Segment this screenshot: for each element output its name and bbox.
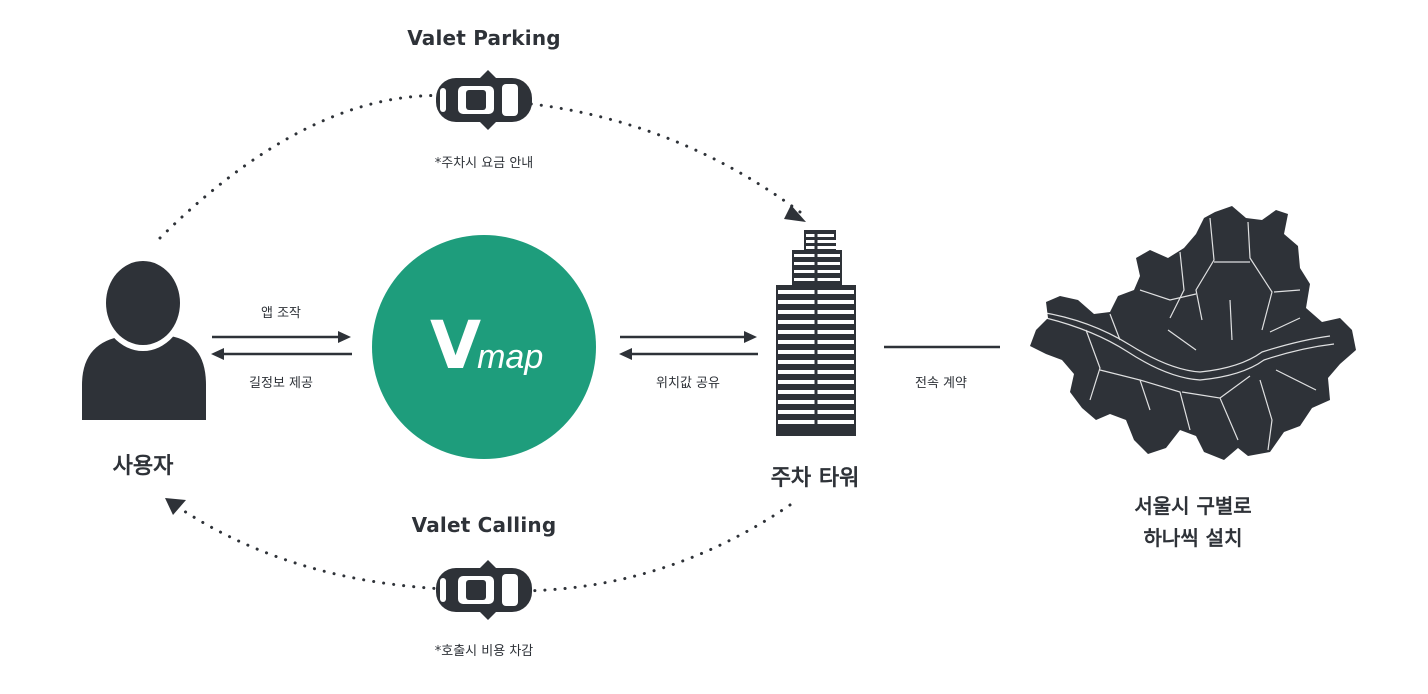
vmap-logo-word: map [477, 338, 544, 376]
parking-tower-icon [776, 230, 856, 436]
valet-calling-note: *호출시 비용 차감 [434, 644, 534, 659]
app-tower-label: 위치값 공유 [656, 376, 720, 391]
top-dotted-arc [158, 93, 802, 240]
user-app-bottom-label: 길정보 제공 [249, 376, 313, 391]
vmap-logo-letter: V [430, 307, 481, 384]
map-caption: 서울시 구별로 하나씩 설치 [1134, 490, 1251, 554]
app-tower-arrow-right [620, 331, 757, 343]
user-app-top-label: 앱 조작 [260, 306, 302, 321]
map-caption-line2: 하나씩 설치 [1143, 526, 1243, 550]
user-app-arrow-left [211, 348, 352, 360]
bottom-arc-arrowhead [165, 498, 186, 515]
top-arc-arrowhead [784, 205, 806, 222]
user-icon [82, 255, 206, 420]
valet-calling-title: Valet Calling [411, 513, 557, 537]
car-top-icon [436, 70, 532, 130]
vmap-logo: Vmap [372, 235, 596, 459]
user-label: 사용자 [112, 454, 174, 479]
valet-parking-title: Valet Parking [407, 26, 561, 50]
map-caption-line1: 서울시 구별로 [1134, 494, 1252, 518]
vmap-logo-text: Vmap [430, 307, 543, 384]
app-tower-arrow-left [619, 348, 758, 360]
tower-map-label: 전속 계약 [915, 376, 967, 391]
user-app-arrow-right [212, 331, 351, 343]
seoul-map-icon [1030, 206, 1356, 460]
car-bottom-icon [436, 560, 532, 620]
tower-label: 주차 타워 [770, 466, 860, 491]
valet-parking-note: *주차시 요금 안내 [434, 156, 534, 171]
